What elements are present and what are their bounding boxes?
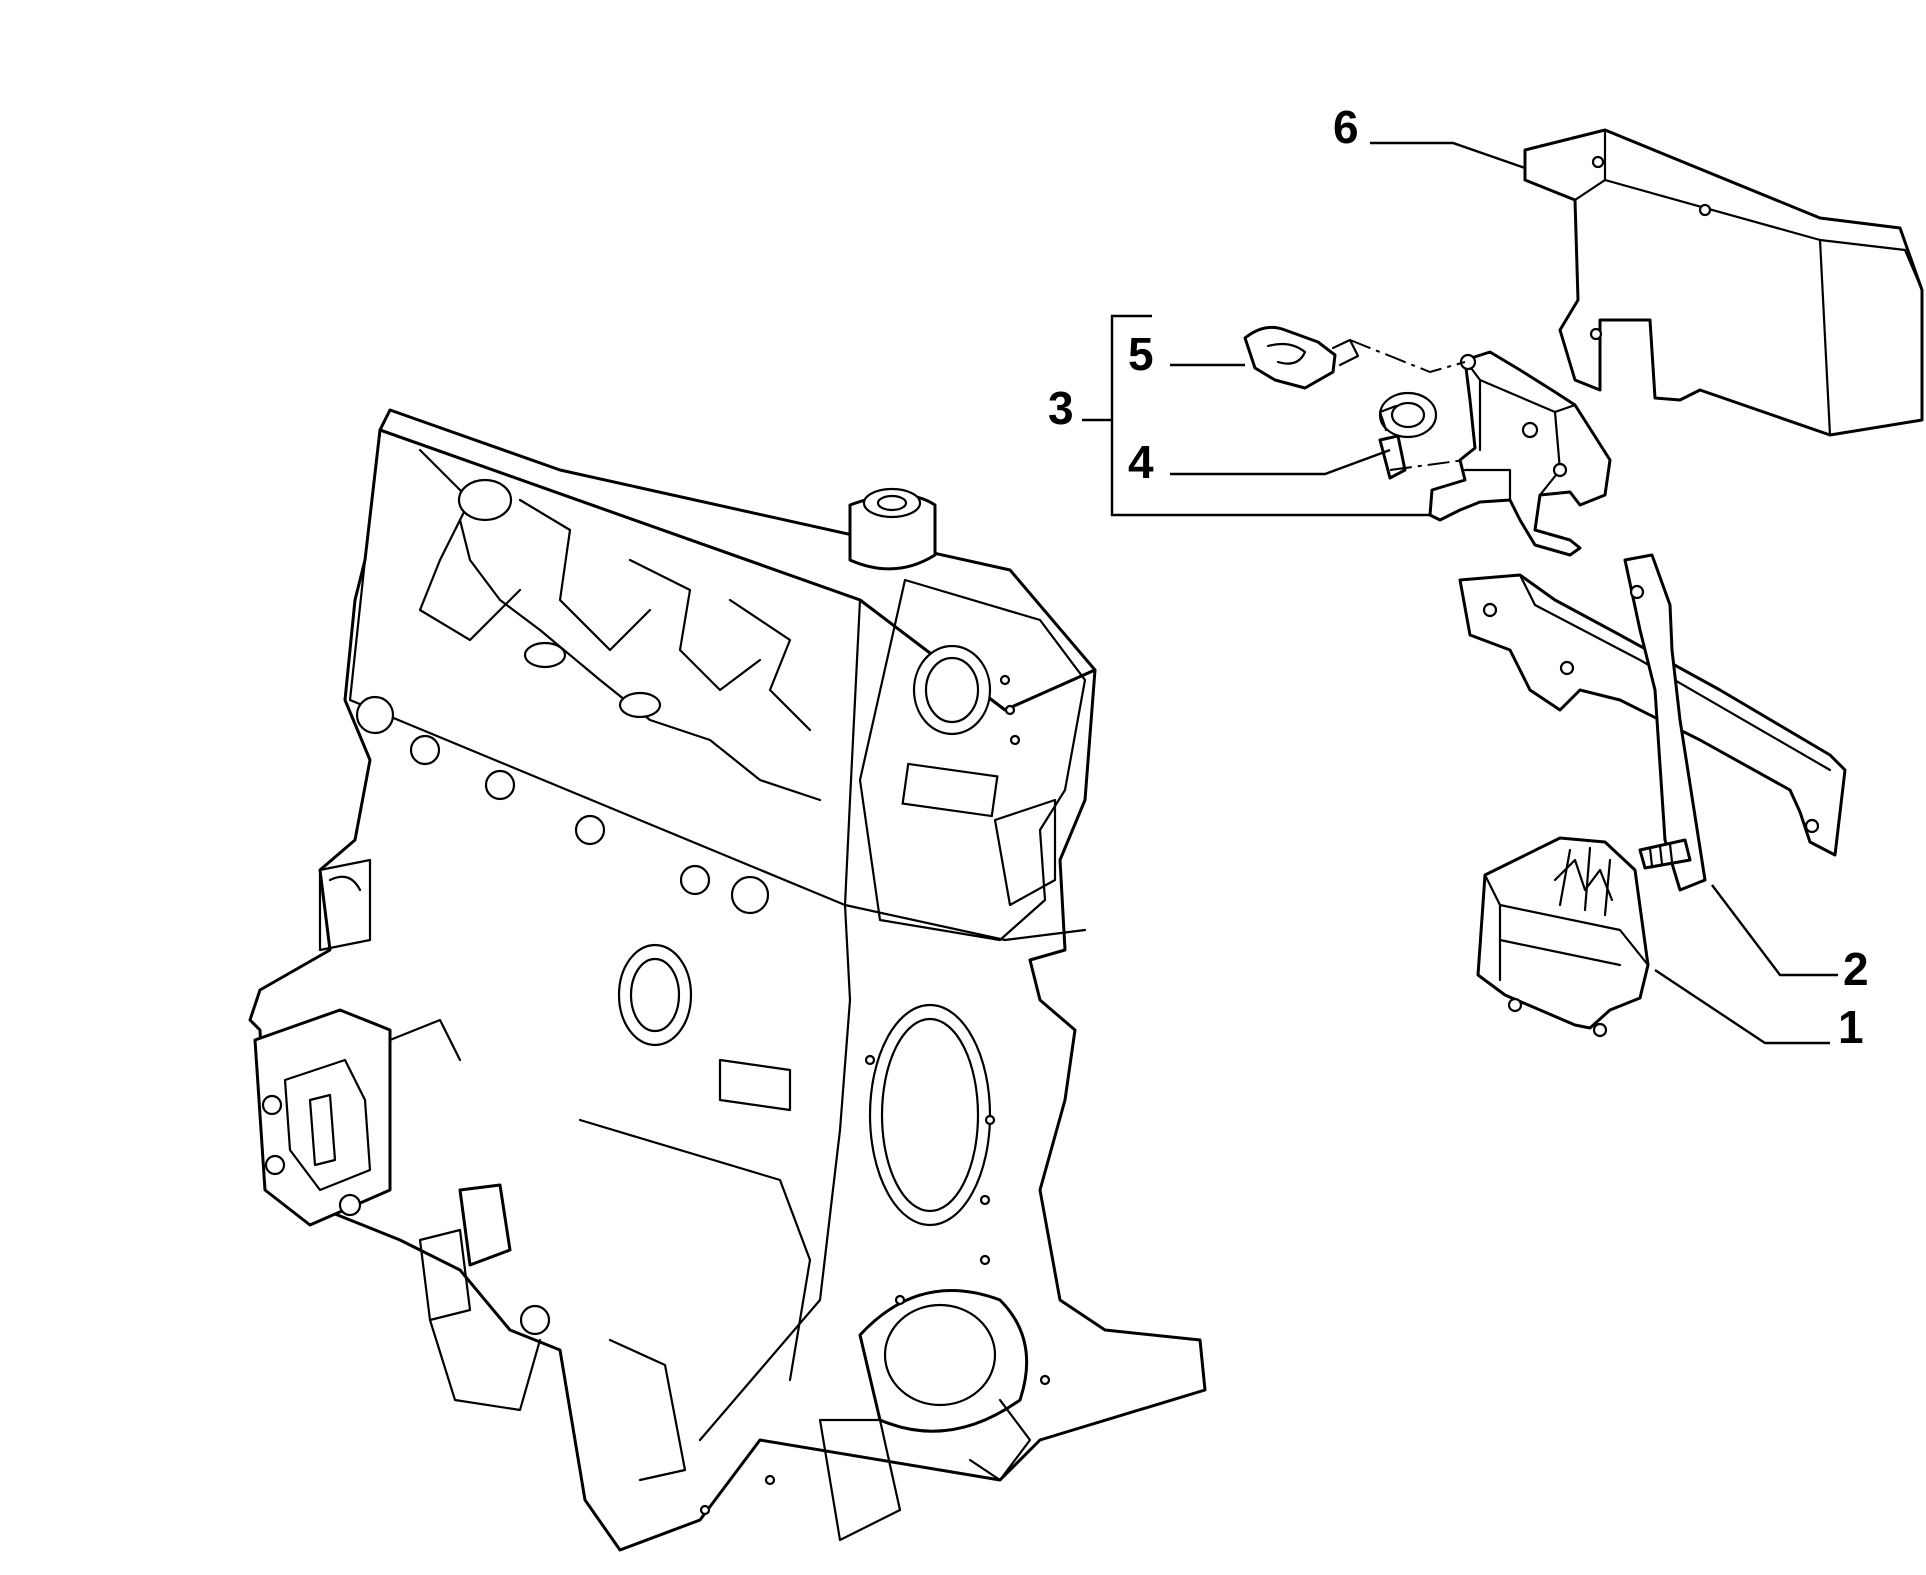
leader-3-bracket <box>1110 314 1430 517</box>
assembly-dash-line-2 <box>1389 459 1466 471</box>
mounting-strap-part-2 <box>1458 553 1847 892</box>
leader-2 <box>1711 884 1838 977</box>
heat-shield-part-6 <box>1523 128 1924 437</box>
connector-clip-part-5 <box>1243 325 1360 390</box>
callout-4: 4 <box>1128 436 1154 488</box>
leader-lines <box>1082 141 1838 1045</box>
sensor-clamp-part-4 <box>1378 391 1438 480</box>
relay-box-part-1 <box>1476 836 1650 1038</box>
assembly-dash-line <box>1349 339 1466 374</box>
engine-block <box>248 408 1207 1552</box>
leader-6 <box>1370 141 1526 170</box>
bracket-assembly-part-3 <box>1428 350 1612 557</box>
callout-1: 1 <box>1838 1001 1864 1053</box>
callout-3: 3 <box>1048 382 1074 434</box>
callout-6: 6 <box>1333 101 1359 153</box>
leader-1 <box>1654 969 1830 1045</box>
leader-4 <box>1170 448 1391 476</box>
callout-2: 2 <box>1843 943 1869 995</box>
callout-5: 5 <box>1128 328 1154 380</box>
